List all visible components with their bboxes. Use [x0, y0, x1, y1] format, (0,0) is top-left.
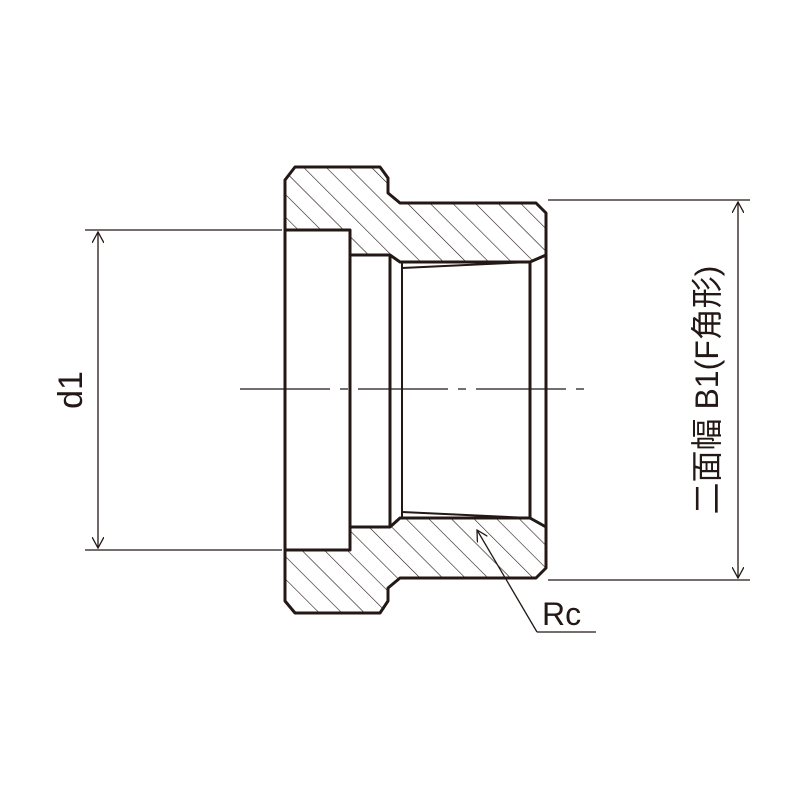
- rc-label: Rc: [542, 596, 581, 632]
- width-across-flats-label: 二面幅 B1(F角形): [689, 266, 725, 515]
- rc-leader-line: [477, 530, 538, 633]
- top-wall-section: [283, 165, 548, 264]
- d1-label: d1: [52, 371, 90, 409]
- bottom-wall-section: [283, 516, 548, 615]
- thread-top-line: [401, 261, 531, 269]
- thread-bottom-line: [401, 511, 531, 519]
